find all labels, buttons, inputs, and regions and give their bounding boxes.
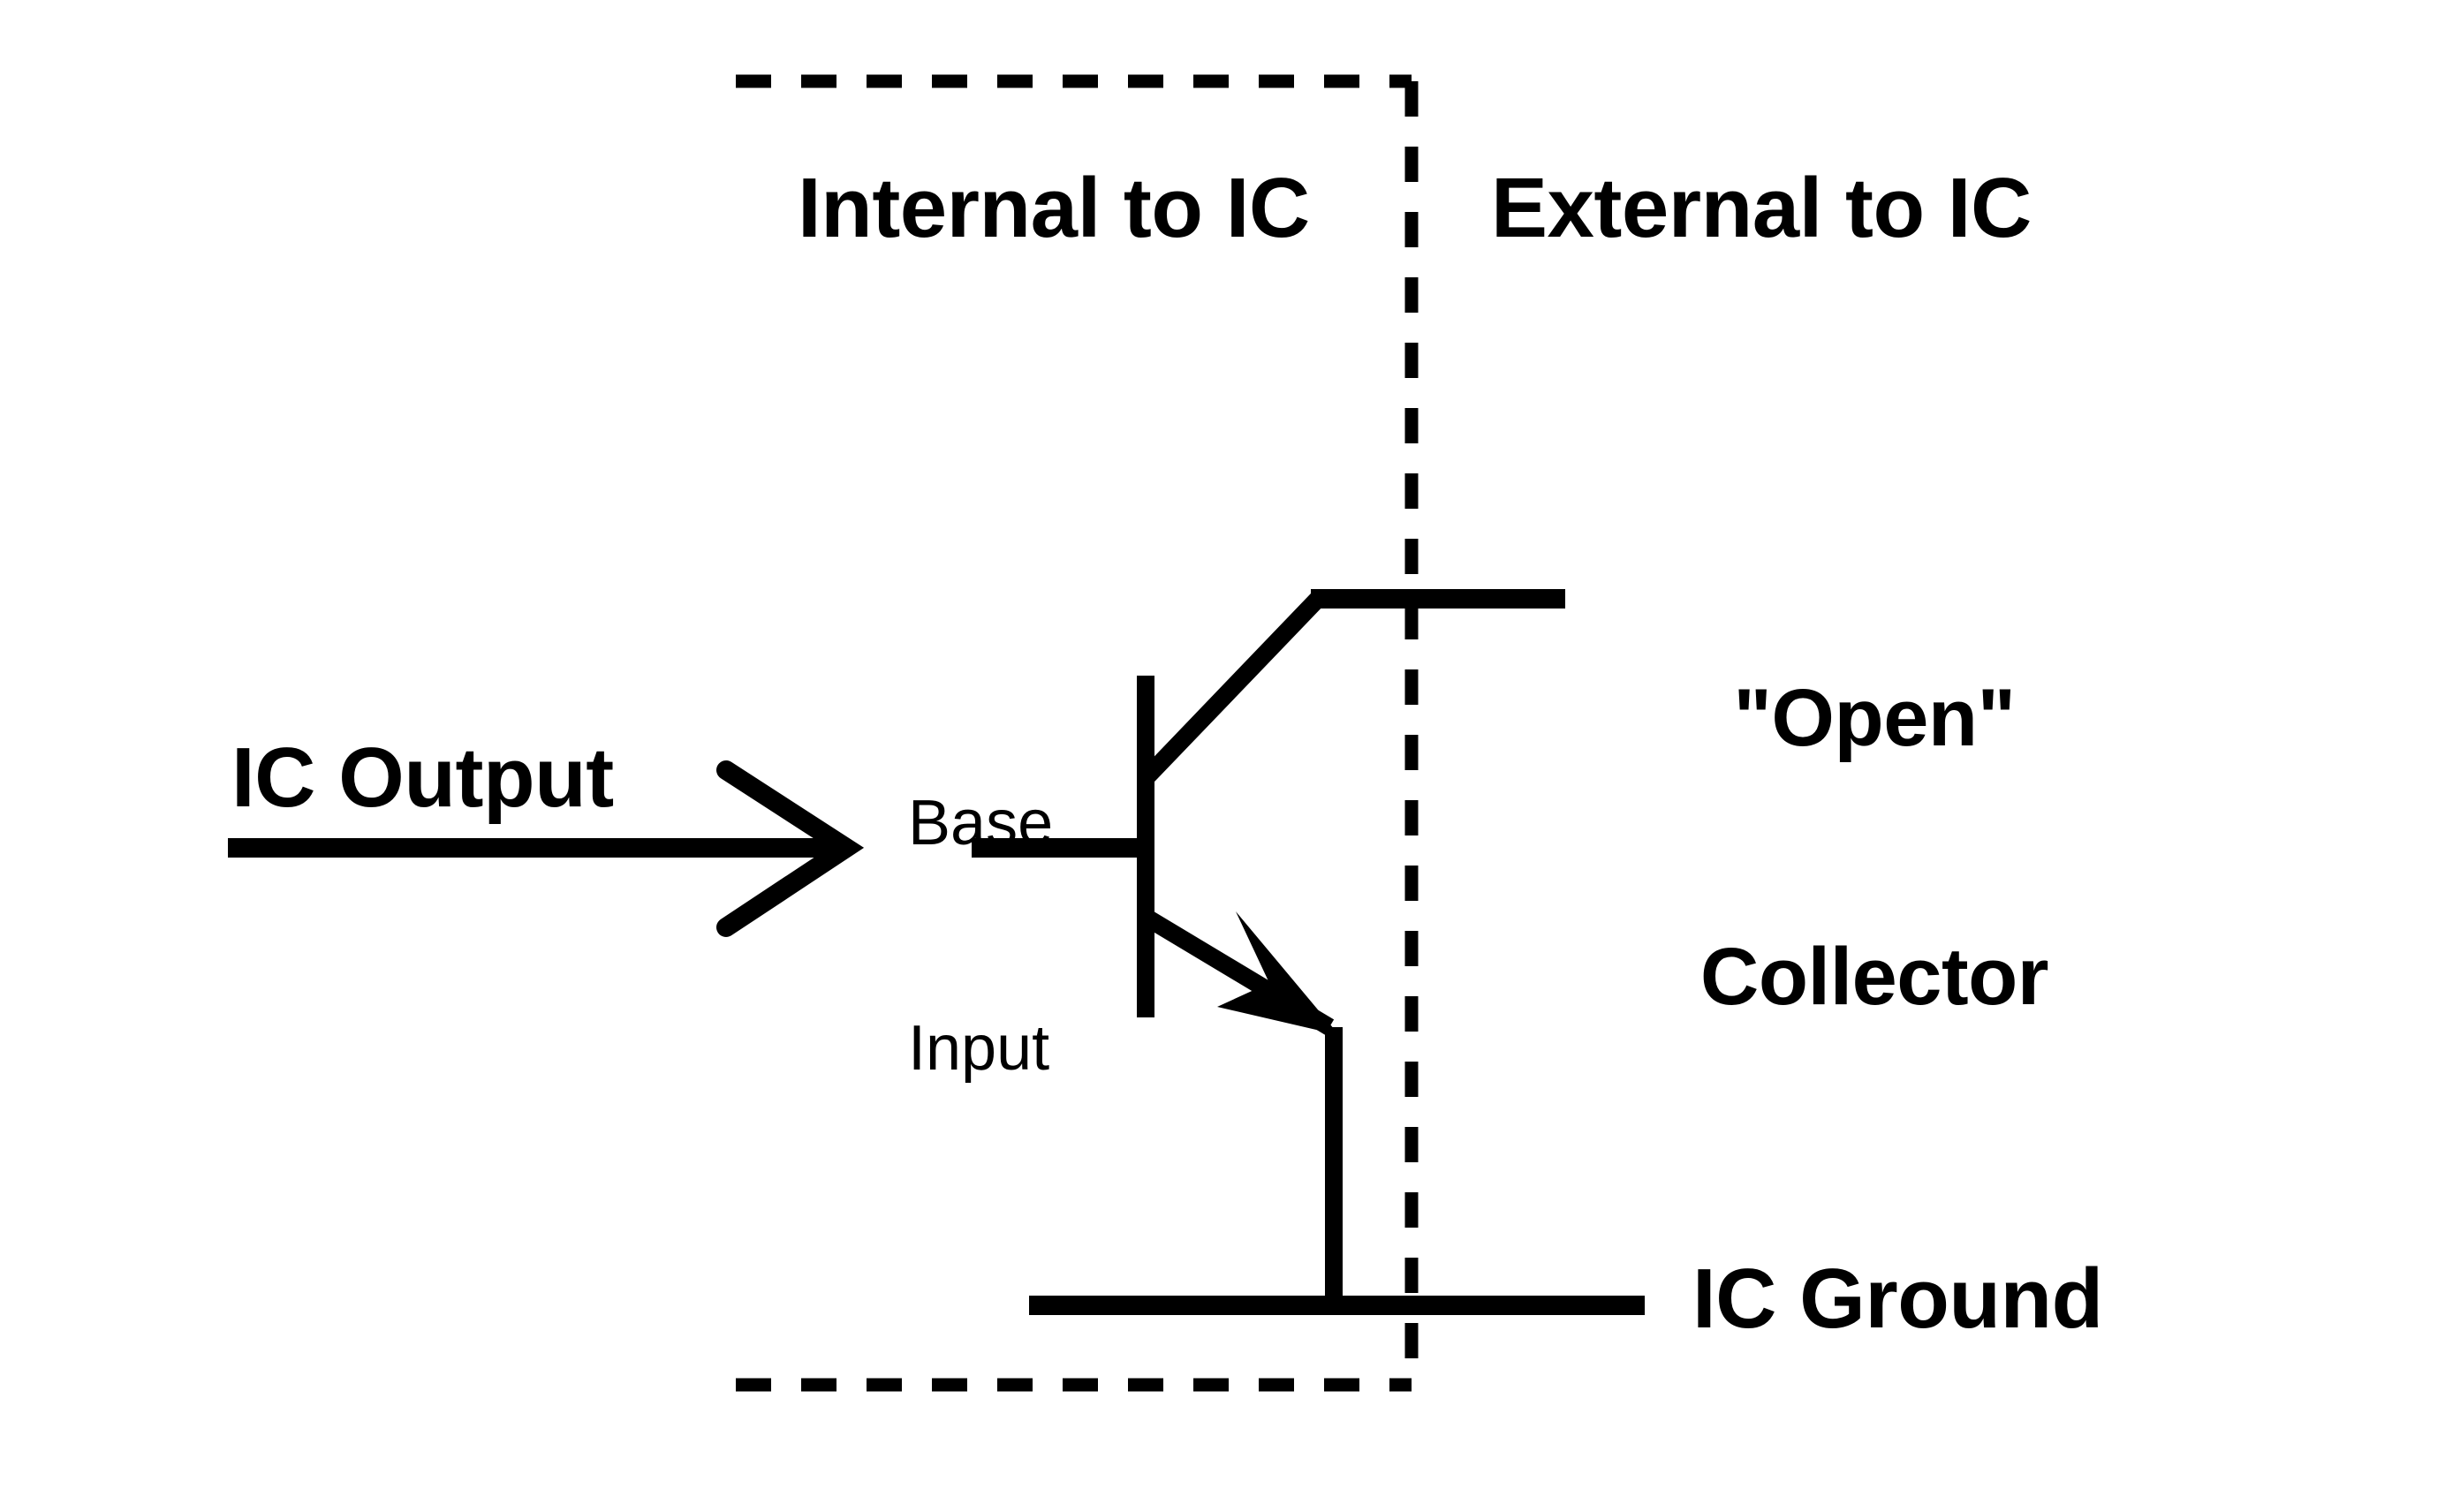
label-base-input-line1: Base (908, 787, 1054, 858)
label-external-to-ic: External to IC (1491, 161, 2032, 255)
label-ic-ground: IC Ground (1692, 1251, 2103, 1346)
transistor-emitter-arrowhead (1217, 911, 1339, 1035)
label-base-input-line2: Input (908, 1012, 1050, 1084)
label-open-collector-line1: "Open" (1733, 673, 2016, 764)
label-internal-to-ic: Internal to IC (798, 161, 1310, 255)
npn-transistor (972, 593, 1339, 1035)
ic-output-arrow-head (716, 760, 865, 937)
transistor-collector-diagonal (1141, 593, 1325, 782)
label-open-collector: "Open" Collector (1662, 503, 2086, 1192)
ic-boundary-dashed-box (736, 74, 1419, 1392)
ic-output-arrow (228, 760, 865, 937)
label-open-collector-line2: Collector (1699, 931, 2049, 1022)
label-base-input: Base Input (908, 636, 1053, 1236)
label-ic-output: IC Output (231, 730, 614, 825)
